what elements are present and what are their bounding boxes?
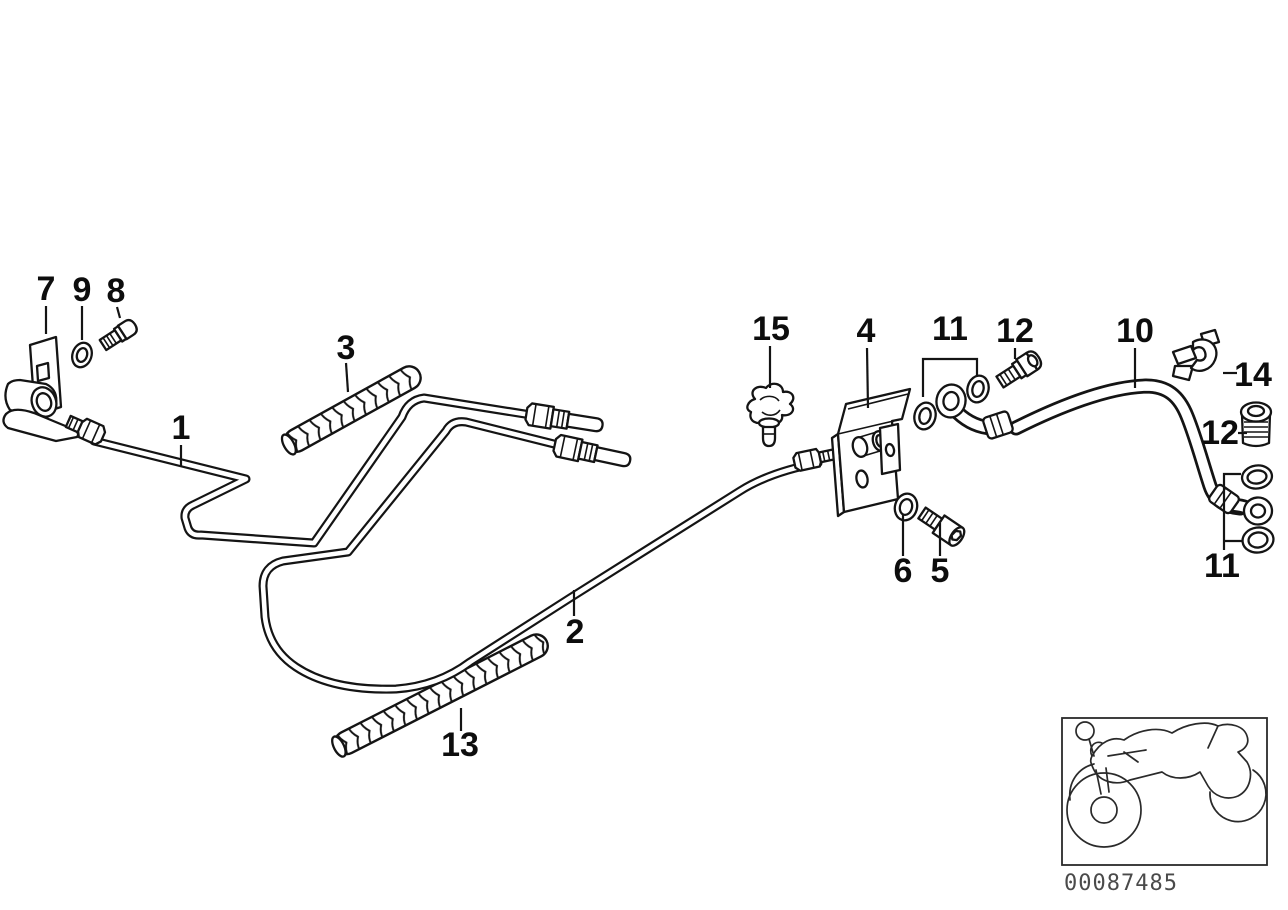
callout-12[interactable]: 12 bbox=[996, 312, 1034, 359]
callout-leader-line bbox=[1222, 472, 1241, 550]
callout-label[interactable]: 10 bbox=[1116, 312, 1154, 350]
callout-leader-line bbox=[115, 306, 122, 319]
spiral-sleeve-part3 bbox=[280, 365, 422, 456]
callout-label[interactable]: 11 bbox=[1204, 547, 1240, 585]
washer-part6 bbox=[893, 492, 919, 522]
callout-8[interactable]: 8 bbox=[107, 272, 126, 319]
callout-label[interactable]: 2 bbox=[566, 613, 585, 651]
callout-13[interactable]: 13 bbox=[441, 708, 479, 764]
brake-hose-part10 bbox=[935, 382, 1274, 526]
callout-label[interactable]: 3 bbox=[337, 329, 356, 367]
callout-12[interactable]: 12 bbox=[1201, 414, 1247, 452]
callout-15[interactable]: 15 bbox=[752, 310, 790, 388]
callout-label[interactable]: 9 bbox=[73, 271, 92, 309]
banjo-bolt-part12-center bbox=[995, 350, 1043, 389]
clip-part15 bbox=[746, 382, 795, 448]
holder-bracket-part4 bbox=[830, 387, 912, 518]
callout-6[interactable]: 6 bbox=[894, 514, 913, 590]
pipe2-union-fitting bbox=[552, 433, 632, 468]
callout-label[interactable]: 5 bbox=[931, 552, 950, 590]
washer-part9 bbox=[71, 341, 93, 369]
callout-label[interactable]: 7 bbox=[37, 270, 56, 308]
callout-2[interactable]: 2 bbox=[566, 590, 585, 651]
callout-label[interactable]: 1 bbox=[172, 409, 191, 447]
callout-label[interactable]: 14 bbox=[1234, 356, 1272, 394]
callout-3[interactable]: 3 bbox=[337, 329, 356, 393]
callout-label[interactable]: 13 bbox=[441, 726, 479, 764]
callout-11[interactable]: 11 bbox=[1204, 472, 1243, 585]
bolt-part5 bbox=[917, 506, 966, 547]
callout-9[interactable]: 9 bbox=[73, 271, 92, 340]
callout-4[interactable]: 4 bbox=[857, 312, 876, 409]
callout-leader-line bbox=[344, 362, 350, 393]
callout-10[interactable]: 10 bbox=[1116, 312, 1154, 388]
washers-part11-right bbox=[1240, 464, 1275, 554]
callout-label[interactable]: 12 bbox=[1201, 414, 1239, 452]
callout-leader-line bbox=[921, 357, 979, 397]
holder-bracket-part7 bbox=[2, 335, 107, 446]
callout-14[interactable]: 14 bbox=[1223, 356, 1272, 394]
callout-1[interactable]: 1 bbox=[172, 409, 191, 467]
callout-7[interactable]: 7 bbox=[37, 270, 56, 334]
callout-label[interactable]: 15 bbox=[752, 310, 790, 348]
clip-part14 bbox=[1171, 328, 1221, 382]
callout-label[interactable]: 6 bbox=[894, 552, 913, 590]
callout-11[interactable]: 11 bbox=[921, 310, 979, 397]
callout-label[interactable]: 4 bbox=[857, 312, 876, 350]
motorcycle-outline-icon bbox=[1066, 721, 1267, 848]
pipe1-union-fitting bbox=[524, 402, 604, 433]
washers-part11-center bbox=[913, 374, 990, 431]
bolt-part8 bbox=[98, 318, 138, 352]
banjo-bolt-part12-right bbox=[1239, 401, 1273, 448]
motorcycle-thumbnail: 00087485 bbox=[1061, 717, 1268, 896]
callout-label[interactable]: 12 bbox=[996, 312, 1034, 350]
callout-5[interactable]: 5 bbox=[931, 523, 950, 590]
image-code: 00087485 bbox=[1064, 871, 1178, 896]
callout-label[interactable]: 11 bbox=[932, 310, 968, 348]
callout-label[interactable]: 8 bbox=[107, 272, 126, 310]
callout-leader-line bbox=[865, 347, 870, 409]
